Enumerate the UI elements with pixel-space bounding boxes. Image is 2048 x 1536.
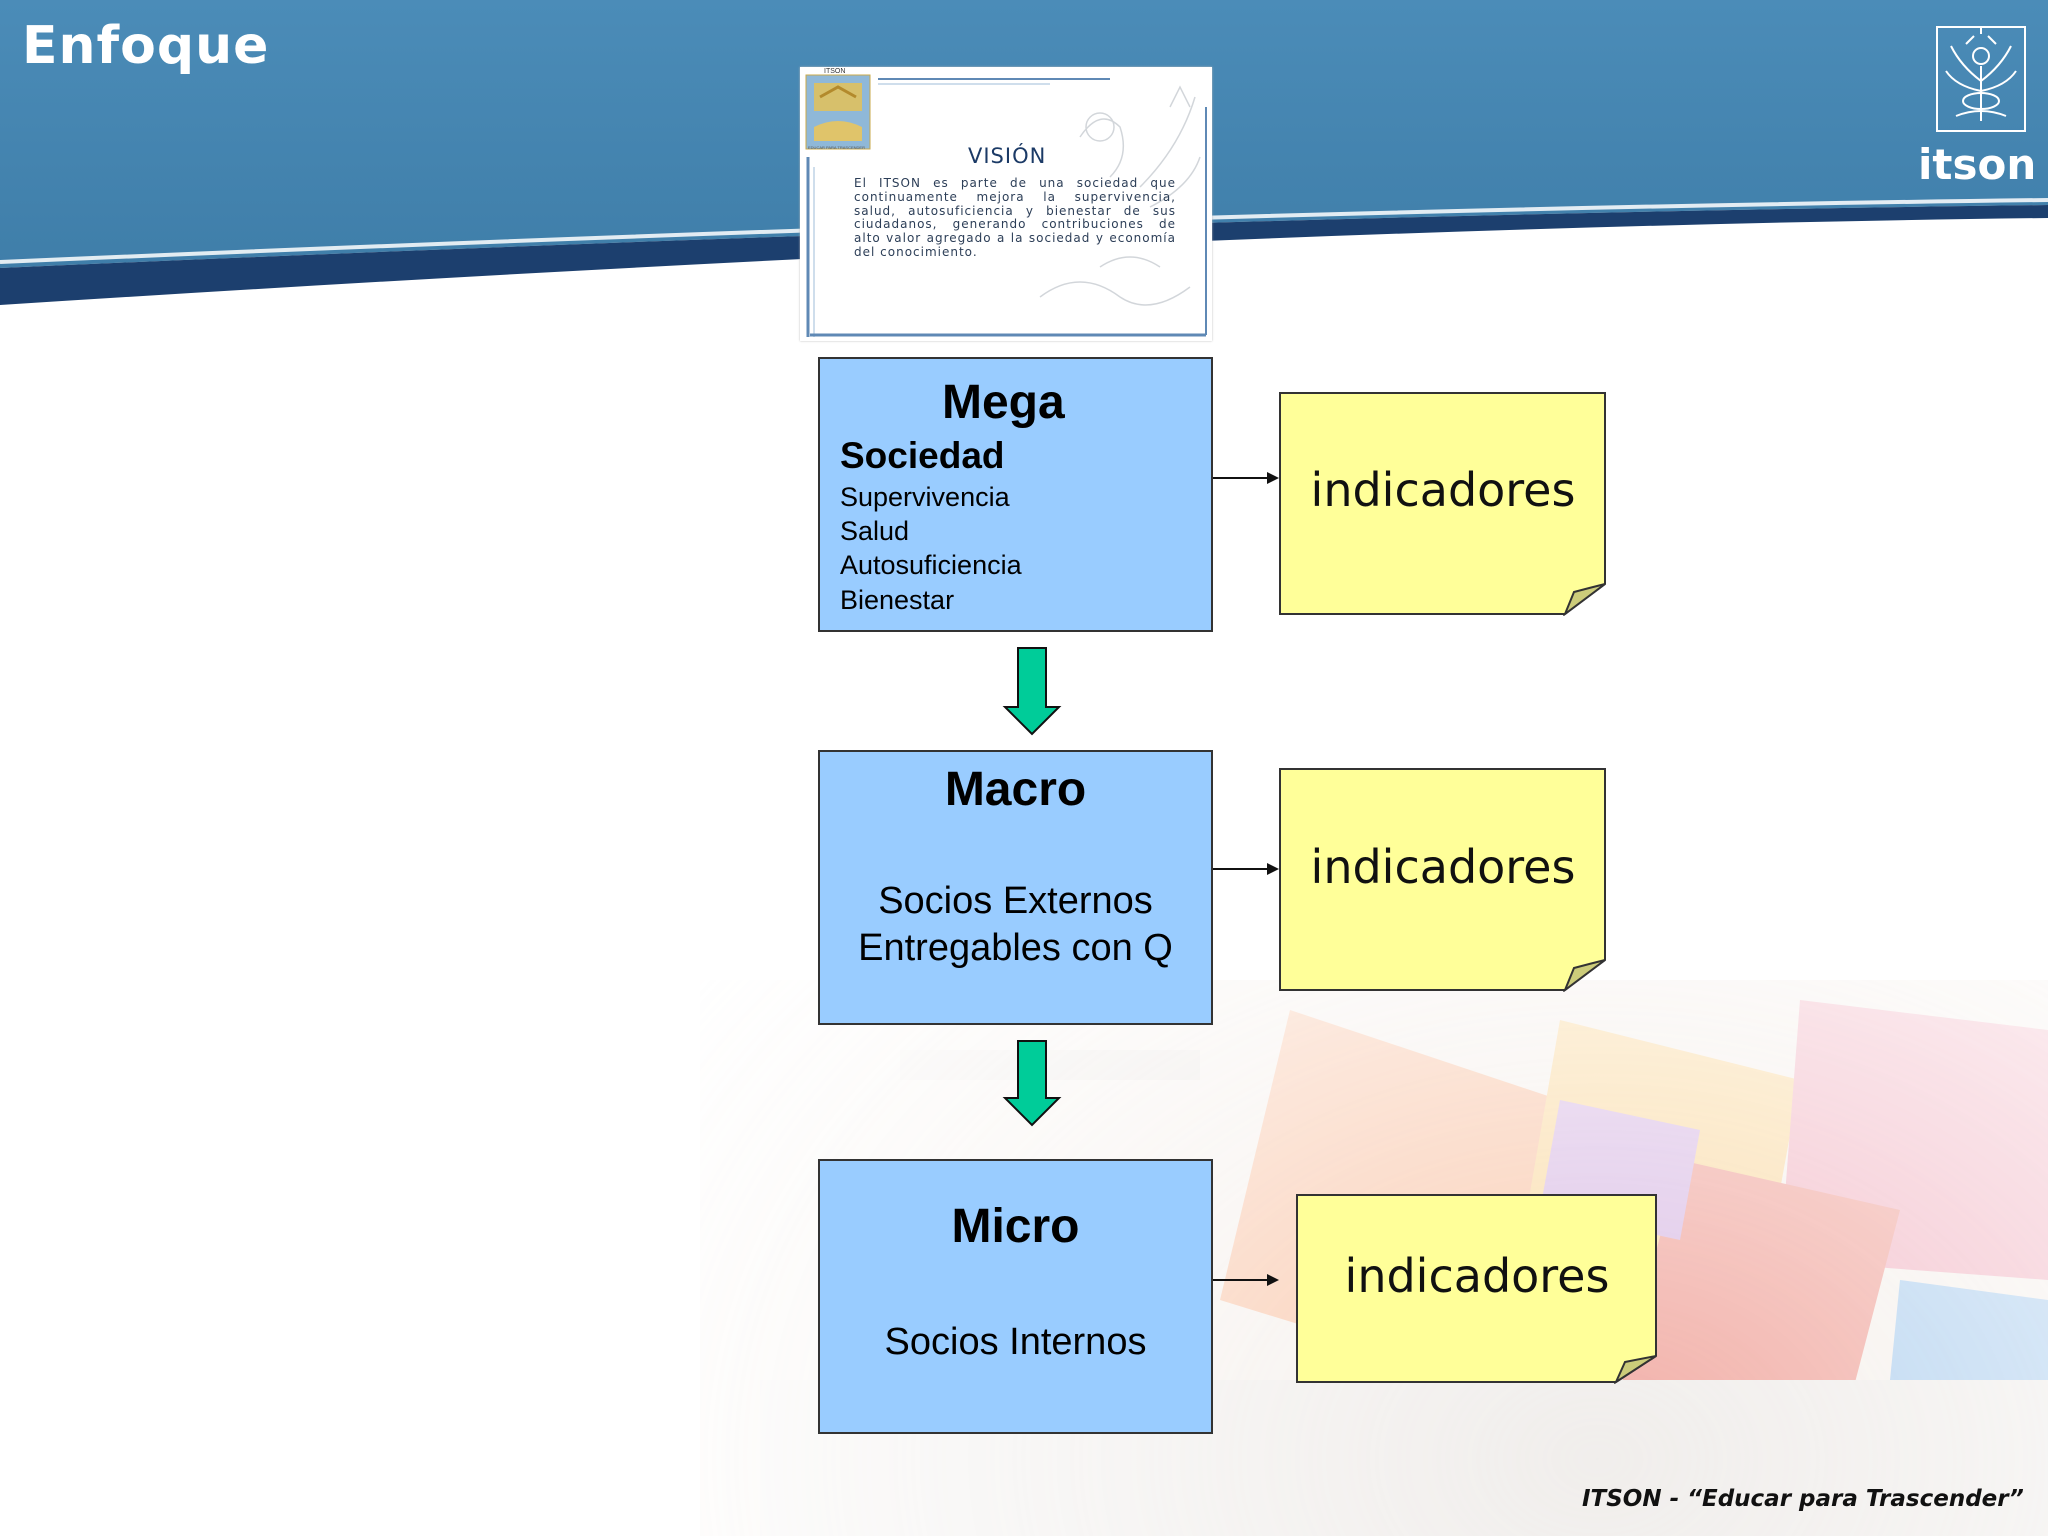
logo-name: itson	[1918, 140, 2037, 189]
mega-indicators-note: indicadores	[1279, 392, 1607, 616]
vision-motto: EDUCAR PARA TRASCENDER	[808, 145, 865, 150]
mega-box: Mega Sociedad Supervivencia Salud Autosu…	[818, 357, 1213, 632]
vision-text: El ITSON es parte de una sociedad que co…	[854, 176, 1176, 259]
mega-to-macro-down-arrow	[1002, 647, 1062, 736]
macro-line: Socios Externos	[878, 880, 1153, 922]
mega-subtitle: Sociedad	[840, 435, 1005, 476]
macro-title: Macro	[944, 763, 1087, 816]
macro-indicators-note: indicadores	[1279, 768, 1607, 992]
macro-box: Macro Socios Externos Entregables con Q	[818, 750, 1213, 1025]
slide-title: Enfoque	[22, 16, 270, 76]
mega-title: Mega	[942, 376, 1065, 429]
mega-item: Salud	[840, 516, 910, 546]
footer-motto: ITSON - “Educar para Trascender”	[1582, 1486, 2024, 1512]
micro-title: Micro	[951, 1200, 1080, 1253]
macro-line: Entregables con Q	[858, 927, 1173, 969]
vision-card-decoration	[805, 74, 1207, 337]
note-label: indicadores	[1310, 463, 1576, 517]
micro-box: Micro Socios Internos	[818, 1159, 1213, 1434]
note-label: indicadores	[1344, 1249, 1610, 1303]
mega-item: Bienestar	[840, 585, 955, 615]
mega-item: Supervivencia	[840, 482, 1010, 512]
micro-indicators-note: indicadores	[1296, 1194, 1658, 1384]
macro-to-micro-down-arrow	[1002, 1040, 1062, 1127]
itson-crest-icon	[1936, 26, 2026, 132]
vision-title: VISIÓN	[968, 144, 1047, 168]
micro-line: Socios Internos	[884, 1321, 1147, 1363]
vision-card: ITSON EDUCAR PARA TRASCENDER VISIÓN El I…	[800, 67, 1212, 341]
vision-org: ITSON	[824, 68, 846, 75]
mega-item: Autosuficiencia	[840, 550, 1022, 580]
note-shape	[1296, 1194, 1657, 1384]
note-shape	[1279, 768, 1606, 992]
note-label: indicadores	[1310, 840, 1576, 894]
note-shape	[1279, 392, 1606, 616]
